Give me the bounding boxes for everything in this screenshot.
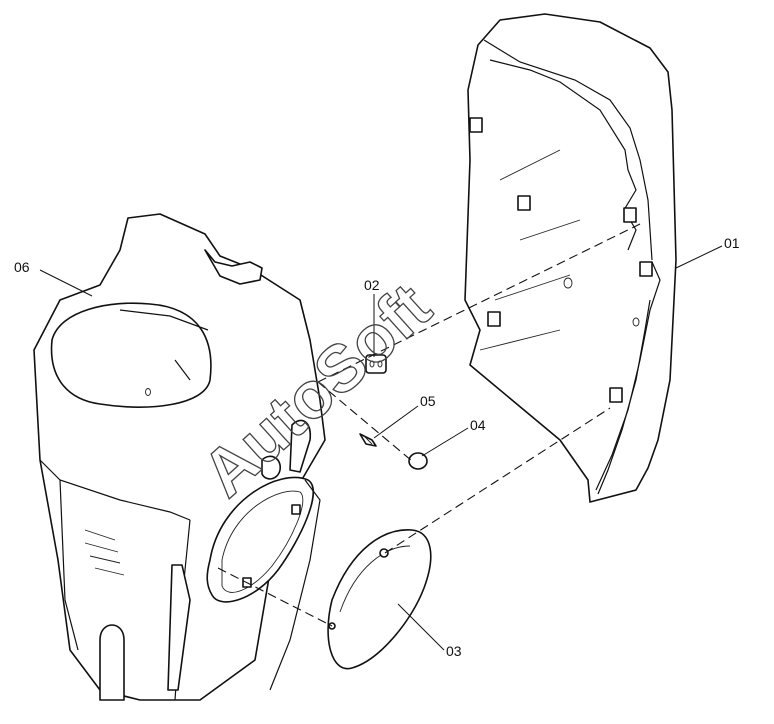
leader-05 — [373, 405, 419, 439]
leader-03 — [397, 603, 445, 651]
leader-06 — [39, 269, 93, 297]
part-06-console-housing — [33, 213, 326, 701]
part-03-oval-cover — [327, 529, 432, 670]
label-03: 03 — [446, 643, 462, 659]
assembly-line-lower — [317, 381, 413, 462]
part-04-plug — [408, 452, 428, 470]
label-06: 06 — [14, 259, 30, 275]
part-05-screw — [359, 433, 377, 447]
assembly-line-upper — [317, 223, 641, 383]
leader-04 — [421, 427, 469, 457]
assembly-line-cover-right — [384, 407, 611, 554]
label-05: 05 — [420, 393, 436, 409]
leader-01 — [675, 245, 723, 269]
label-04: 04 — [470, 417, 486, 433]
assembly-line-cover — [217, 567, 333, 627]
label-01: 01 — [724, 235, 740, 251]
part-02-clip — [365, 354, 387, 374]
label-02: 02 — [364, 277, 380, 293]
